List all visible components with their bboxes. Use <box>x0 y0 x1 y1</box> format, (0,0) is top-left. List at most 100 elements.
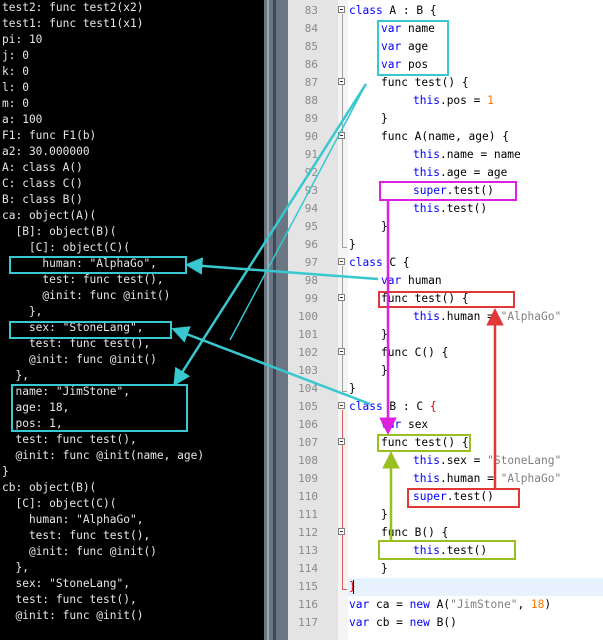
fold-toggle-icon[interactable] <box>338 402 345 409</box>
code-line-87: func test() { <box>381 76 469 89</box>
code-text: ) <box>544 598 552 611</box>
arrow-sex-to-object <box>171 326 371 406</box>
line-number: 115 <box>298 580 318 593</box>
line-number: 98 <box>304 274 318 287</box>
code-line-97: class C { <box>349 254 410 272</box>
console-line: pi: 10 <box>2 33 43 46</box>
code-line-83: class A : B { <box>349 2 437 20</box>
code-text: .test() <box>439 202 488 215</box>
code-text: human <box>401 274 442 287</box>
code-text: pos <box>401 58 429 71</box>
keyword: super <box>413 490 447 503</box>
console-line: human: "AlphaGo", <box>2 513 144 526</box>
keyword: var <box>381 22 402 35</box>
console-line: A: class A() <box>2 161 83 174</box>
console-line: pos: 1, <box>2 417 63 430</box>
code-text: .test() <box>446 490 494 503</box>
console-line: l: 0 <box>2 81 29 94</box>
line-number: 111 <box>298 508 318 521</box>
code-line-91: this.name = name <box>413 146 521 164</box>
code-line-112: func B() { <box>381 526 449 539</box>
code-line-117: var cb = new B() <box>349 614 457 632</box>
fold-toggle-icon[interactable] <box>338 258 345 265</box>
keyword: new <box>409 598 430 611</box>
line-number: 117 <box>298 616 318 629</box>
fold-toggle-icon[interactable] <box>338 528 345 535</box>
code-line-92: this.age = age <box>413 164 507 182</box>
keyword: var <box>381 40 402 53</box>
code-line-85: var age <box>381 38 428 56</box>
fold-toggle-icon[interactable] <box>338 78 345 85</box>
keyword: class <box>349 400 383 413</box>
line-number: 101 <box>298 328 318 341</box>
console-line: sex: "StoneLang", <box>2 321 144 334</box>
fold-toggle-icon[interactable] <box>338 438 345 445</box>
arrow-vars-to-object <box>173 83 368 387</box>
code-line-103: } <box>381 364 388 377</box>
code-text: .name = name <box>439 148 521 161</box>
code-text: ca = <box>369 598 410 611</box>
code-line-96: } <box>349 238 356 251</box>
keyword: class <box>349 256 383 269</box>
console-line: @init: func @init() <box>2 609 144 622</box>
line-number: 91 <box>304 148 318 161</box>
keyword: this <box>413 544 440 557</box>
console-line: a2: 30.000000 <box>2 145 90 158</box>
fold-toggle-icon[interactable] <box>338 348 345 355</box>
annotation-box-this-test-b <box>378 540 516 560</box>
line-number: 114 <box>298 562 318 575</box>
keyword: this <box>413 454 440 467</box>
line-number: 108 <box>298 454 318 467</box>
console-line: } <box>2 465 9 478</box>
number-literal: 18 <box>530 598 545 611</box>
console-line: age: 18, <box>2 401 70 414</box>
console-line: name: "JimStone", <box>2 385 130 398</box>
console-line: @init: func @init() <box>2 545 157 558</box>
fold-toggle-icon[interactable] <box>338 294 345 301</box>
annotation-box-func-test-c <box>378 291 515 308</box>
console-line: k: 0 <box>2 65 29 78</box>
keyword: var <box>349 598 370 611</box>
line-number: 88 <box>304 94 318 107</box>
keyword: var <box>349 616 370 629</box>
line-number: 100 <box>298 310 318 323</box>
keyword: this <box>413 472 440 485</box>
arrow-vars-to-object <box>229 83 367 341</box>
code-line-93: super.test() <box>413 182 494 200</box>
line-number: 107 <box>298 436 318 449</box>
arrow-human-to-object <box>185 257 379 281</box>
matching-brace: { <box>429 400 437 413</box>
line-number: 85 <box>304 40 318 53</box>
keyword: this <box>413 94 440 107</box>
code-line-104: } <box>349 382 356 395</box>
console-line: test: func test(), <box>2 337 151 350</box>
code-line-95: } <box>381 220 388 233</box>
annotation-box-super-test-a <box>379 181 517 201</box>
pane-splitter[interactable] <box>264 0 288 640</box>
string-literal: "AlphaGo" <box>500 310 562 323</box>
console-line: test2: func test2(x2) <box>2 1 144 14</box>
code-text: .sex = <box>439 454 488 467</box>
line-number: 99 <box>304 292 318 305</box>
fold-margin[interactable] <box>338 0 348 640</box>
keyword: super <box>413 184 447 197</box>
keyword: this <box>413 148 440 161</box>
console-line: }, <box>2 561 29 574</box>
console-line: m: 0 <box>2 97 29 110</box>
console-line: B: class B() <box>2 193 83 206</box>
line-number: 83 <box>304 4 318 17</box>
code-line-107: func test() { <box>381 436 469 449</box>
line-number: 87 <box>304 76 318 89</box>
fold-toggle-icon[interactable] <box>338 6 345 13</box>
code-text: age <box>401 40 429 53</box>
keyword: var <box>381 58 402 71</box>
line-number: 116 <box>298 598 318 611</box>
console-line: sex: "StoneLang", <box>2 577 130 590</box>
code-line-90: func A(name, age) { <box>381 130 509 143</box>
code-line-114: } <box>381 562 388 575</box>
line-number: 94 <box>304 202 318 215</box>
code-text: B() <box>429 616 457 629</box>
code-text: .pos = <box>439 94 488 107</box>
line-number: 95 <box>304 220 318 233</box>
code-text: A( <box>429 598 451 611</box>
